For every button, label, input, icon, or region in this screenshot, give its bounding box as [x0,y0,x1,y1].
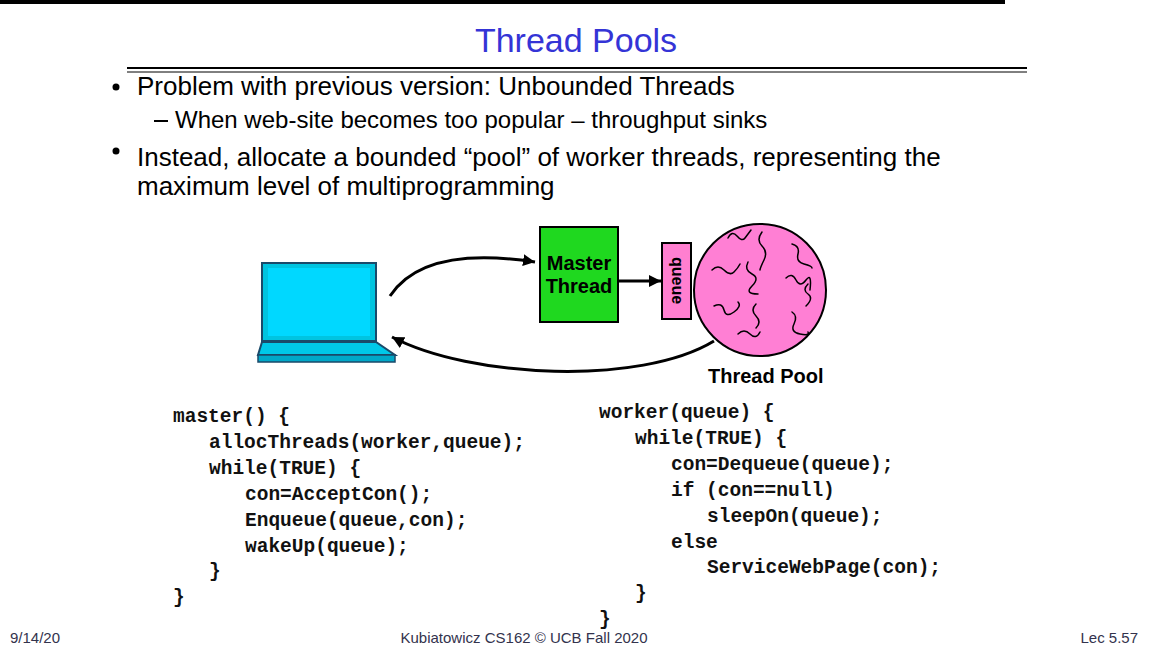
pool-circle [694,224,826,356]
code-line: } [599,608,611,632]
pool-label: Thread Pool [708,364,824,388]
footer-slide-number: Lec 5.57 [1080,629,1138,647]
sub-bullet-text: When web-site becomes too popular – thro… [175,106,767,134]
title-rule [127,67,1027,69]
code-line: } [173,586,185,610]
code-line: allocThreads(worker,queue); [209,431,525,455]
bullet-text: Instead, allocate a bounded “pool” of wo… [137,143,1037,201]
thread-pool-circle: Thread Pool [693,223,827,357]
code-line: else [671,531,718,555]
box-label: queue [668,257,686,304]
code-line: Enqueue(queue,con); [245,509,467,533]
sub-bullet-dash [154,120,168,122]
code-line: master() { [173,405,290,429]
flow-arrow [619,280,661,283]
top-bar [0,0,1005,4]
laptop-keyboard [258,342,395,355]
laptop-base [258,355,395,362]
code-line: con=AcceptCon(); [245,483,432,507]
code-line: ServiceWebPage(con); [707,556,941,580]
slide-title: Thread Pools [475,20,677,60]
laptop-display [268,268,370,336]
bullet-dot [113,148,120,155]
master-thread-box: Master Thread [539,226,619,323]
queue-box: queue [661,242,692,320]
footer-date: 9/14/20 [10,629,60,647]
circle-outline [693,223,827,357]
bullet-dot [113,84,120,91]
request-arrow [390,258,535,296]
response-arrow [392,337,714,371]
code-line: } [635,582,647,606]
code-line: while(TRUE) { [635,427,787,451]
code-line: while(TRUE) { [209,457,361,481]
box-label: Master Thread [541,252,617,298]
footer-credit: Kubiatowicz CS162 © UCB Fall 2020 [400,629,647,647]
bullet-text: Problem with previous version: Unbounded… [137,72,735,101]
laptop-screen [262,263,376,341]
code-line: worker(queue) { [599,401,775,425]
code-line: if (con==null) [671,479,835,503]
code-line: } [209,560,221,584]
code-line: sleepOn(queue); [707,505,883,529]
code-line: wakeUp(queue); [245,535,409,559]
code-line: con=Dequeue(queue); [671,453,893,477]
